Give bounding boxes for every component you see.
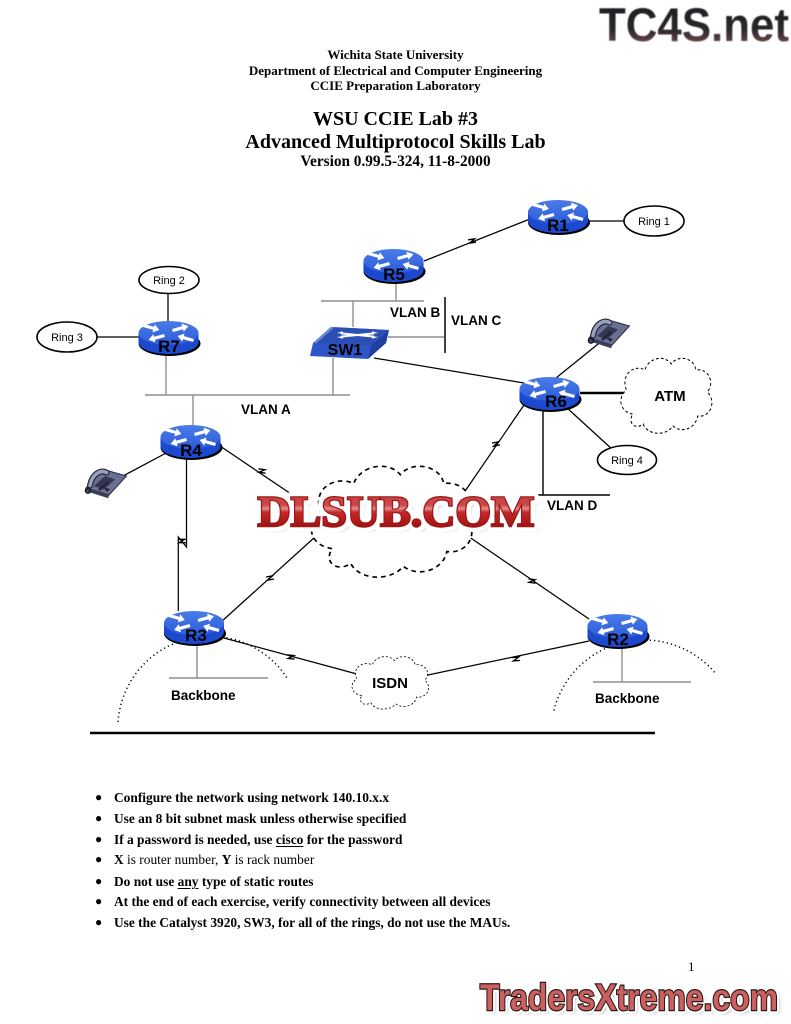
svg-text:DLSUB.COM: DLSUB.COM — [258, 489, 535, 536]
svg-text:ISDN: ISDN — [372, 675, 408, 692]
svg-text:VLAN C: VLAN C — [451, 313, 502, 328]
svg-text:SW1: SW1 — [328, 342, 363, 359]
svg-text:R7: R7 — [158, 337, 180, 356]
svg-text:Backbone: Backbone — [171, 688, 236, 703]
svg-text:R6: R6 — [545, 392, 567, 411]
svg-text:Ring 4: Ring 4 — [611, 455, 643, 467]
svg-text:TradersXtreme.com: TradersXtreme.com — [480, 977, 778, 1018]
svg-text:R4: R4 — [180, 441, 202, 460]
svg-text:Ring 2: Ring 2 — [153, 275, 185, 287]
svg-text:R5: R5 — [383, 265, 405, 284]
svg-text:DLSUB.COM: DLSUB.COM — [263, 493, 540, 540]
svg-text:VLAN D: VLAN D — [547, 498, 598, 513]
svg-text:ATM: ATM — [654, 388, 685, 405]
svg-text:R1: R1 — [547, 216, 569, 235]
svg-text:TradersXtreme.com: TradersXtreme.com — [483, 980, 781, 1021]
svg-text:VLAN B: VLAN B — [390, 305, 441, 320]
svg-text:VLAN A: VLAN A — [241, 402, 291, 417]
svg-text:TradersXtreme.com: TradersXtreme.com — [480, 977, 778, 1018]
svg-text:Ring 3: Ring 3 — [51, 332, 83, 344]
svg-text:R2: R2 — [607, 630, 629, 649]
svg-text:DLSUB.COM: DLSUB.COM — [258, 489, 535, 536]
svg-text:Ring 1: Ring 1 — [638, 216, 670, 228]
svg-text:TC4S.net: TC4S.net — [599, 0, 789, 51]
svg-text:R3: R3 — [185, 626, 207, 645]
svg-text:Backbone: Backbone — [595, 691, 660, 706]
